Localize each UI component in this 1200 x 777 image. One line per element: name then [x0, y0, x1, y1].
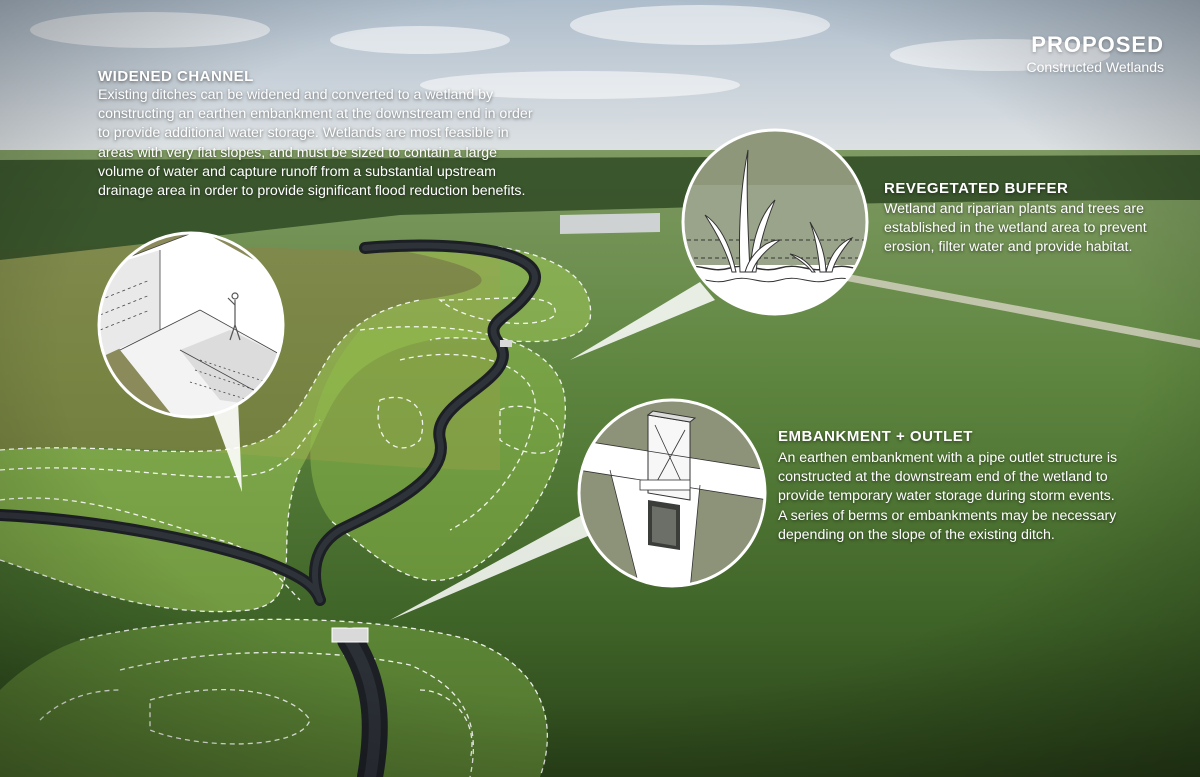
revegetated-buffer-title: REVEGETATED BUFFER [884, 180, 1069, 197]
widened-channel-description: Existing ditches can be widened and conv… [98, 87, 533, 199]
embankment-outlet-detail [577, 398, 767, 588]
revegetated-buffer-description: Wetland and riparian plants and trees ar… [884, 201, 1147, 256]
widened-channel-detail [97, 231, 285, 419]
callout-leaders [210, 282, 715, 620]
proposed-subtitle: Constructed Wetlands [1026, 59, 1164, 75]
widened-channel-title: WIDENED CHANNEL [98, 68, 254, 85]
proposed-title: PROPOSED [1031, 32, 1164, 57]
embankment-outlet-description: An earthen embankment with a pipe outlet… [778, 450, 1118, 543]
embankment-outlet-title: EMBANKMENT + OUTLET [778, 428, 973, 445]
